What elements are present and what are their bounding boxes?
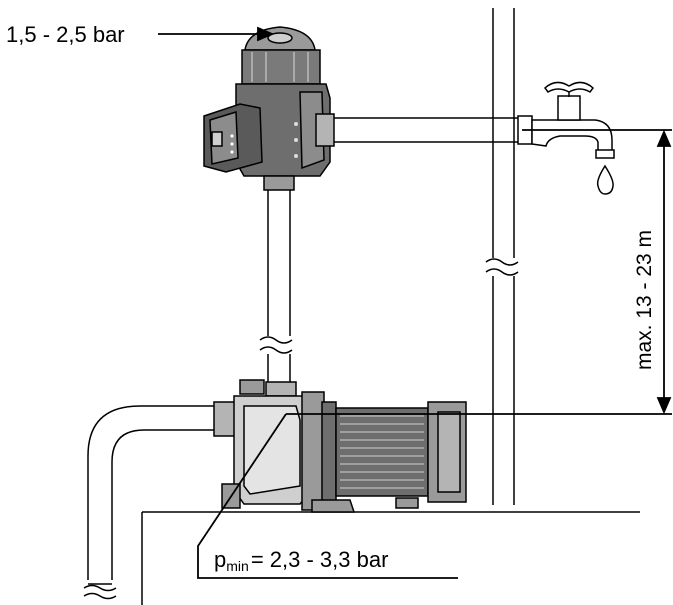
upper-horizontal-pipe (330, 117, 520, 143)
water-tap-icon (517, 81, 615, 159)
pmin-symbol: p (214, 547, 226, 572)
pmin-value: = 2,3 - 3,3 bar (251, 547, 389, 572)
pmin-leader-line (197, 413, 458, 579)
water-drop-icon (596, 164, 614, 195)
jet-pump (213, 379, 467, 513)
pmin-subscript: min (226, 558, 249, 574)
pressure-switch-range-label: 1,5 - 2,5 bar (6, 22, 125, 47)
riser-pipe-break-symbol (259, 336, 293, 354)
wall-pipe (492, 8, 515, 505)
height-dimension (286, 129, 672, 415)
height-range-label: max. 13 - 23 m (633, 230, 656, 370)
pressure-switch-arrow (158, 26, 275, 42)
pmin-label: pmin= 2,3 - 3,3 bar (214, 547, 388, 574)
wall-pipe-break-symbol (485, 258, 519, 276)
riser-pipe (267, 186, 291, 388)
suction-pipe (87, 405, 216, 585)
pressure-switch (203, 26, 335, 191)
suction-pipe-break-symbol (83, 584, 117, 600)
floor-surface (141, 511, 640, 605)
